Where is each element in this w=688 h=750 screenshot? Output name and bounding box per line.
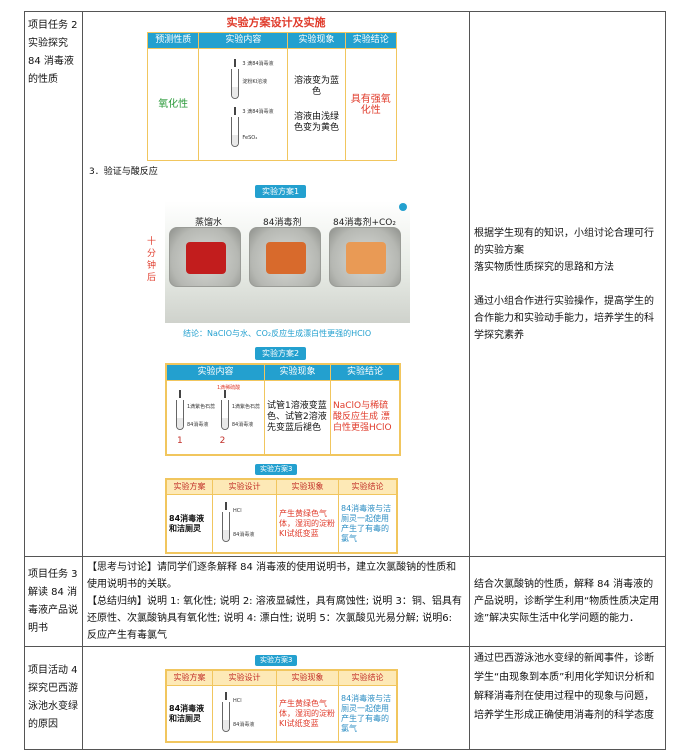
- scheme-badge: 实验方案3: [255, 464, 298, 475]
- content-cell: 实验方案设计及实施 预测性质 实验内容 实验现象 实验结论 氧化性 3 滴: [82, 11, 470, 557]
- tube-number: 2: [219, 436, 226, 446]
- experiment-content-cell: 3 滴84消毒液 淀粉KI溶液 3 滴84消毒液 FeSO₄: [198, 48, 289, 161]
- test-tube-icon: 1滴紫色石蕊 84消毒液: [218, 388, 260, 432]
- petri-dish: [329, 227, 401, 287]
- test-tube-icon: 1滴紫色石蕊 84消毒液: [173, 388, 215, 432]
- experiment-photo: 十分钟后 蒸馏水 84消毒剂 84消毒剂+CO₂: [147, 201, 410, 323]
- content-cell: 【思考与讨论】请同学们逐条解释 84 消毒液的使用说明书，建立次氯酸钠的性质和使…: [82, 556, 470, 647]
- scheme2-conclusion: NaClO与稀硫酸反应生成 漂白性更强HClO: [330, 380, 400, 455]
- scheme3-header: 实验现象: [276, 670, 339, 686]
- petri-dish: [169, 227, 241, 287]
- scheme3-plan: 84消毒液和洁厕灵: [166, 685, 213, 742]
- notes-text: 结合次氯酸钠的性质，解释 84 消毒液的产品说明，诊断学生利用“物质性质决定用途…: [474, 579, 660, 624]
- row-label-cell: 项目任务 3 解读 84 消毒液产品说明书: [24, 556, 83, 647]
- discussion-text: 【思考与讨论】请同学们逐条解释 84 消毒液的使用说明书，建立次氯酸钠的性质和使…: [87, 562, 457, 590]
- scheme2-table: 实验内容 实验现象 实验结论 1滴稀硫酸 1滴紫色石蕊 84消毒液: [165, 363, 401, 456]
- row-label: 项目任务 2 实验探究 84 消毒液的性质: [28, 20, 78, 85]
- notes-cell: 根据学生现有的知识，小组讨论合理可行的实验方案 落实物质性质探究的思路和方法 通…: [469, 11, 666, 557]
- table-row: 项目活动 4 探究巴西游泳池水变绿的原因 实验方案3 实验方案 实验设计 实验现…: [24, 646, 666, 750]
- scheme3-plan: 84消毒液和洁厕灵: [166, 494, 213, 553]
- scheme3-phenomenon: 产生黄绿色气体，湿润的淀粉KI试纸变蓝: [276, 685, 339, 742]
- scheme2-content-cell: 1滴稀硫酸 1滴紫色石蕊 84消毒液 1滴紫色石蕊 84消毒液: [166, 380, 265, 455]
- table-row: 项目任务 3 解读 84 消毒液产品说明书 【思考与讨论】请同学们逐条解释 84…: [24, 556, 666, 647]
- scheme3-conclusion: 84消毒液与洁厕灵一起使用产生了有毒的氯气: [338, 494, 397, 553]
- scheme3-design-cell: HCl 84消毒液: [212, 685, 277, 742]
- design-header: 实验现象: [287, 32, 346, 49]
- lesson-plan-page: 项目任务 2 实验探究 84 消毒液的性质 实验方案设计及实施 预测性质 实验内…: [24, 11, 666, 750]
- design-table: 预测性质 实验内容 实验现象 实验结论 氧化性 3 滴84消毒液 淀粉KI溶液: [146, 32, 398, 161]
- phenomenon-text: 溶液变为蓝色: [294, 75, 340, 97]
- indicator-icon: [399, 203, 407, 211]
- notes-text: 根据学生现有的知识，小组讨论合理可行的实验方案: [474, 227, 654, 256]
- phenomenon-cell: 溶液变为蓝色 溶液由浅绿色变为黄色: [287, 48, 346, 161]
- test-tube-icon: 3 滴84消毒液 FeSO₄: [228, 105, 274, 149]
- scheme-badge: 实验方案2: [255, 347, 307, 360]
- row-label-cell: 项目任务 2 实验探究 84 消毒液的性质: [24, 11, 83, 557]
- notes-cell: 结合次氯酸钠的性质，解释 84 消毒液的产品说明，诊断学生利用“物质性质决定用途…: [469, 556, 666, 647]
- scheme2-phenomenon: 试管1溶液变蓝色、试管2溶液先变蓝后褪色: [264, 380, 331, 455]
- prediction-cell: 氧化性: [146, 48, 200, 161]
- dish-label: 蒸馏水: [195, 218, 223, 228]
- scheme-badge: 实验方案1: [255, 185, 307, 198]
- scheme3-header: 实验结论: [338, 670, 397, 686]
- design-header: 预测性质: [146, 32, 200, 49]
- dish-label: 84消毒剂+CO₂: [333, 218, 396, 228]
- side-note: 十分钟后: [147, 237, 157, 283]
- test-tube-icon: HCl 84消毒液: [219, 690, 254, 734]
- summary-text: 【总结归纳】说明 1: 氧化性; 说明 2: 溶液显碱性，具有腐蚀性; 说明 3…: [87, 596, 462, 641]
- row-label-cell: 项目活动 4 探究巴西游泳池水变绿的原因: [24, 646, 83, 750]
- lesson-plan-table: 项目任务 2 实验探究 84 消毒液的性质 实验方案设计及实施 预测性质 实验内…: [24, 11, 666, 750]
- notes-text: 落实物质性质探究的思路和方法: [474, 261, 614, 273]
- content-cell: 实验方案3 实验方案 实验设计 实验现象 实验结论 84消毒液和洁厕灵: [82, 646, 470, 750]
- scheme3-phenomenon: 产生黄绿色气体，湿润的淀粉KI试纸变蓝: [276, 494, 339, 553]
- scheme3-conclusion: 84消毒液与洁厕灵一起使用产生了有毒的氯气: [338, 685, 397, 742]
- scheme3-design-cell: HCl 84消毒液: [212, 494, 277, 553]
- scheme2-header: 实验内容: [166, 364, 265, 381]
- scheme3-header: 实验现象: [276, 479, 339, 495]
- notes-text: 通过巴西游泳池水变绿的新闻事件，诊断学生“由现象到本质”利用化学知识分析和解释消…: [474, 653, 655, 721]
- conclusion-cell: 具有强氧化性: [344, 48, 398, 161]
- row-label: 项目活动 4 探究巴西游泳池水变绿的原因: [28, 665, 78, 730]
- scheme3-table: 实验方案 实验设计 实验现象 实验结论 84消毒液和洁厕灵 HCl: [165, 478, 398, 554]
- scheme2-header: 实验结论: [330, 364, 400, 381]
- scheme-badge: 实验方案3: [255, 655, 298, 666]
- scheme3-header: 实验结论: [338, 479, 397, 495]
- scheme3-table: 实验方案 实验设计 实验现象 实验结论 84消毒液和洁厕灵 HCl: [165, 669, 398, 743]
- scheme3-header: 实验方案: [166, 479, 213, 495]
- test-tube-icon: HCl 84消毒液: [219, 500, 254, 544]
- scheme3-header: 实验方案: [166, 670, 213, 686]
- design-header: 实验内容: [198, 32, 289, 49]
- scheme-conclusion: 结论：NaClO与水、CO₂反应生成漂白性更强的HClO: [183, 329, 372, 338]
- table-row: 项目任务 2 实验探究 84 消毒液的性质 实验方案设计及实施 预测性质 实验内…: [24, 11, 666, 557]
- dish-label: 84消毒剂: [263, 218, 302, 228]
- notes-cell: 通过巴西游泳池水变绿的新闻事件，诊断学生“由现象到本质”利用化学知识分析和解释消…: [469, 646, 666, 750]
- notes-text: 通过小组合作进行实验操作，提高学生的合作能力和实验动手能力，培养学生的科学探究素…: [474, 295, 654, 341]
- scheme3-header: 实验设计: [212, 479, 277, 495]
- section-heading: 3．验证与酸反应: [89, 167, 158, 177]
- scheme3-header: 实验设计: [212, 670, 277, 686]
- tube-number: 1: [177, 436, 183, 446]
- petri-dish: [249, 227, 321, 287]
- design-header: 实验结论: [344, 32, 398, 49]
- design-title: 实验方案设计及实施: [226, 16, 326, 29]
- row-label: 项目任务 3 解读 84 消毒液产品说明书: [28, 568, 78, 634]
- scheme2-header: 实验现象: [264, 364, 331, 381]
- phenomenon-text: 溶液由浅绿色变为黄色: [294, 111, 340, 133]
- test-tube-icon: 3 滴84消毒液 淀粉KI溶液: [228, 57, 274, 101]
